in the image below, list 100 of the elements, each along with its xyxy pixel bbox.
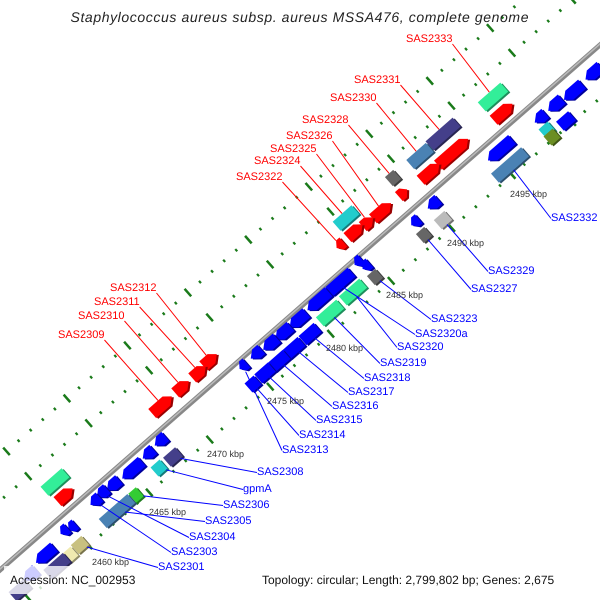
- leader-line: [283, 364, 332, 407]
- leader-line: [446, 224, 488, 272]
- genome-info-text: Topology: circular; Length: 2,799,802 bp; Genes: 2,675: [262, 573, 554, 587]
- leader-line: [180, 458, 258, 473]
- gene-feature: [150, 460, 170, 478]
- gene-label: SAS2309: [58, 329, 104, 342]
- gene-feature: [163, 447, 186, 468]
- gene-label: SAS2311: [94, 296, 140, 309]
- gene-label: SAS2303: [171, 546, 218, 559]
- coordinate-label: 2470 kbp: [207, 449, 244, 460]
- coordinate-label: 2495 kbp: [510, 189, 548, 200]
- gene-feature: [332, 205, 362, 232]
- leader-line: [513, 169, 552, 219]
- gene-feature: [239, 358, 252, 372]
- gene-feature: [434, 210, 454, 230]
- gene-feature: [263, 334, 283, 351]
- gene-label: SAS2328: [302, 114, 348, 127]
- gene-label: SAS2320: [397, 341, 444, 354]
- gene-feature: [244, 376, 264, 394]
- leader-line: [379, 280, 432, 320]
- leader-line: [156, 292, 207, 356]
- gene-label: SAS2322: [236, 171, 282, 184]
- gene-feature: [428, 194, 444, 210]
- gene-feature: [585, 62, 600, 80]
- leader-line: [282, 182, 336, 242]
- gene-label: SAS2306: [223, 499, 270, 512]
- leader-line: [316, 154, 365, 218]
- leader-line: [348, 124, 390, 174]
- gene-label: SAS2324: [254, 155, 300, 168]
- leader-line: [300, 166, 343, 214]
- gene-feature: [275, 322, 297, 340]
- leader-line: [427, 239, 472, 290]
- gene-label: SAS2304: [189, 531, 236, 544]
- gene-feature: [122, 456, 148, 480]
- gene-feature: [316, 300, 346, 328]
- gene-feature: [544, 128, 563, 146]
- gene-feature: [411, 214, 425, 228]
- gene-label: SAS2327: [471, 283, 518, 296]
- gene-label: gpmA: [243, 483, 272, 496]
- gene-feature: [90, 492, 106, 506]
- leader-line: [332, 140, 380, 207]
- leader-line: [107, 495, 190, 538]
- gene-feature: [394, 188, 410, 202]
- gene-feature: [154, 432, 172, 446]
- gene-label: SAS2316: [332, 400, 378, 413]
- gene-feature: [106, 475, 126, 492]
- gene-label: SAS2319: [380, 357, 426, 370]
- leader-line: [124, 511, 206, 522]
- gene-feature: [434, 138, 470, 171]
- gene-label: SAS2317: [348, 386, 394, 399]
- leader-line: [256, 388, 300, 436]
- gene-feature: [344, 224, 365, 243]
- leader-line: [298, 351, 348, 393]
- leader-line: [139, 306, 196, 368]
- gene-feature: [98, 494, 138, 529]
- gene-label: SAS2313: [282, 444, 328, 457]
- gene-feature: [366, 268, 386, 286]
- gene-feature: [336, 238, 350, 250]
- gene-label: SAS2325: [270, 143, 316, 156]
- gene-feature: [188, 366, 208, 384]
- coordinate-label: 2460 kbp: [92, 557, 130, 568]
- gene-feature: [548, 94, 568, 112]
- coordinate-label: 2480 kbp: [326, 343, 364, 354]
- leader-line: [452, 44, 490, 93]
- gene-label: SAS2331: [354, 74, 400, 87]
- gene-feature: [534, 108, 552, 124]
- accession-text: Accession: NC_002953: [10, 573, 136, 587]
- gene-feature: [142, 444, 160, 460]
- leader-line: [334, 316, 380, 364]
- gene-feature: [490, 104, 514, 126]
- gene-label: SAS2312: [110, 282, 156, 295]
- leader-line: [376, 102, 417, 152]
- gene-feature: [60, 524, 74, 536]
- gene-feature: [97, 484, 113, 498]
- gene-label: SAS2310: [78, 310, 124, 323]
- gene-feature: [250, 344, 268, 360]
- gene-label: SAS2318: [364, 372, 410, 385]
- gene-label: SAS2323: [431, 313, 478, 326]
- gene-feature: [290, 308, 312, 328]
- gene-feature: [491, 147, 532, 184]
- gene-label: SAS2329: [488, 265, 534, 278]
- leader-line: [356, 296, 398, 348]
- leader-line: [342, 286, 416, 335]
- gene-feature: [128, 487, 146, 504]
- gene-label: SAS2332: [551, 212, 598, 225]
- gene-label: SAS2315: [316, 414, 362, 427]
- gene-feature: [384, 170, 404, 187]
- gene-feature: [54, 488, 75, 507]
- gene-feature: [171, 381, 191, 398]
- gene-feature: [148, 396, 174, 419]
- leader-line: [166, 469, 244, 490]
- gene-feature: [416, 226, 434, 244]
- gene-feature: [68, 520, 82, 532]
- coordinate-label: 2465 kbp: [149, 507, 186, 518]
- gene-feature: [556, 111, 578, 132]
- gene-feature: [416, 164, 442, 186]
- gene-label: SAS2305: [205, 515, 252, 528]
- leader-line: [100, 504, 172, 553]
- gene-feature: [564, 80, 588, 101]
- leader-line: [142, 495, 224, 506]
